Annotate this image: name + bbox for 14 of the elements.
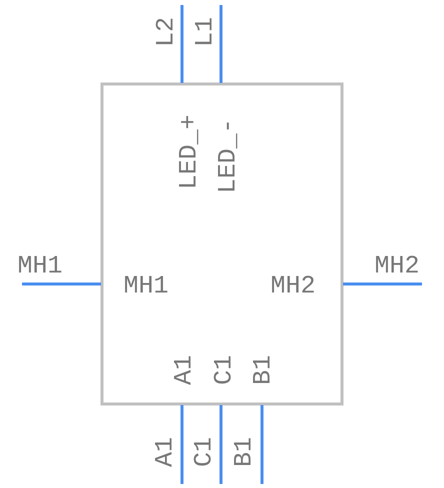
pin-name: MH2	[270, 274, 316, 298]
pin-number: L1	[192, 17, 218, 47]
pin-number: B1	[232, 437, 256, 467]
pin-name: LED_+	[176, 114, 202, 190]
pin-number: C1	[192, 437, 216, 467]
pin-name: B1	[250, 355, 276, 385]
pin-number: MH2	[374, 254, 420, 278]
pin-number: L2	[154, 17, 178, 47]
pin-name: LED_-	[216, 118, 240, 194]
pin-name: MH1	[124, 274, 168, 298]
pin-name: C1	[212, 355, 236, 385]
pin-name: A1	[172, 355, 196, 385]
pin-number: A1	[152, 437, 178, 467]
pin-number: MH1	[18, 254, 62, 278]
